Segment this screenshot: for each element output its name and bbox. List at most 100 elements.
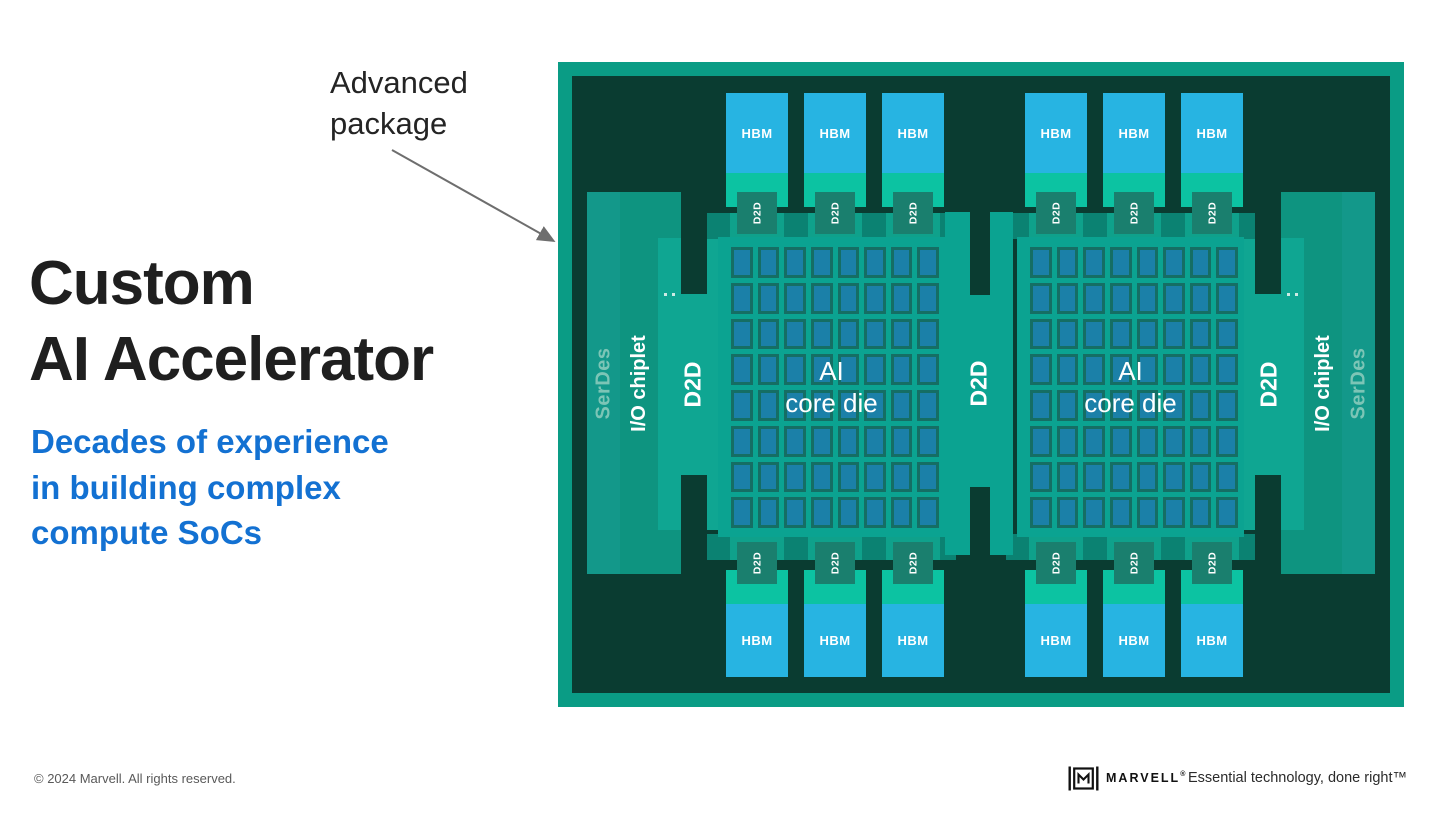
ellipsis-dot bbox=[664, 293, 667, 296]
hbm-label: HBM bbox=[804, 93, 866, 173]
core-grid-cell bbox=[1216, 425, 1238, 457]
chip-package-diagram: SerDes I/O chiplet D2D SerDes I/O chiple… bbox=[558, 62, 1404, 707]
hbm-label: HBM bbox=[726, 604, 788, 677]
core-grid-cell bbox=[1109, 425, 1132, 457]
d2d-connector: D2D bbox=[1036, 192, 1076, 234]
d2d-connector: D2D bbox=[737, 542, 777, 584]
core-grid-cell bbox=[810, 282, 833, 314]
core-grid-cell bbox=[890, 354, 913, 385]
core-grid-cell bbox=[1030, 354, 1052, 385]
core-grid-cell bbox=[1083, 390, 1105, 421]
core-grid-cell bbox=[917, 461, 939, 493]
core-grid-cell bbox=[1030, 461, 1052, 493]
d2d-connector-label: D2D bbox=[1049, 201, 1062, 225]
core-grid bbox=[1030, 247, 1238, 528]
core-grid-cell bbox=[837, 354, 860, 385]
core-die-label-line2: core die bbox=[1084, 388, 1177, 418]
core-grid-cell bbox=[757, 425, 780, 457]
core-grid-cell bbox=[917, 247, 939, 278]
core-grid-cell bbox=[1109, 354, 1132, 385]
d2d-connector-label: D2D bbox=[750, 201, 763, 225]
marvell-wordmark: MARVELL® bbox=[1106, 771, 1187, 785]
core-grid-cell bbox=[810, 461, 833, 493]
core-grid-cell bbox=[1189, 461, 1212, 493]
core-grid-cell bbox=[757, 318, 780, 350]
notch-slot bbox=[970, 487, 990, 581]
core-grid-cell bbox=[1163, 282, 1185, 314]
core-grid-cell bbox=[1163, 390, 1185, 421]
core-grid-cell bbox=[731, 497, 753, 528]
core-grid-cell bbox=[864, 461, 886, 493]
core-grid-cell bbox=[1163, 247, 1185, 278]
core-grid-cell bbox=[784, 390, 806, 421]
annotation-arrow-icon bbox=[391, 149, 556, 242]
core-grid-cell bbox=[1056, 318, 1079, 350]
notch-slot bbox=[970, 190, 990, 295]
d2d-connector: D2D bbox=[1192, 192, 1232, 234]
hbm-module: HBM bbox=[804, 570, 866, 677]
core-grid-cell bbox=[757, 497, 780, 528]
core-grid-cell bbox=[1083, 497, 1105, 528]
ellipsis-dot bbox=[672, 293, 675, 296]
registered-mark: ® bbox=[1180, 771, 1188, 778]
d2d-connector: D2D bbox=[1114, 542, 1154, 584]
core-grid-cell bbox=[757, 247, 780, 278]
core-grid-cell bbox=[1216, 390, 1238, 421]
core-grid-cell bbox=[1109, 390, 1132, 421]
core-grid-cell bbox=[1083, 425, 1105, 457]
d2d-connector-label: D2D bbox=[1205, 551, 1218, 575]
core-grid-cell bbox=[1109, 497, 1132, 528]
core-grid-cell bbox=[810, 247, 833, 278]
core-die-label-line1: AI bbox=[1118, 356, 1143, 386]
core-grid-cell bbox=[784, 497, 806, 528]
core-grid-cell bbox=[784, 282, 806, 314]
core-grid-cell bbox=[1109, 282, 1132, 314]
hbm-module: HBM bbox=[804, 93, 866, 207]
core-grid-cell bbox=[1136, 318, 1159, 350]
d2d-connector-label: D2D bbox=[906, 201, 919, 225]
core-grid-cell bbox=[1163, 497, 1185, 528]
core-grid-cell bbox=[864, 282, 886, 314]
core-grid-cell bbox=[890, 497, 913, 528]
d2d-connector-label: D2D bbox=[906, 551, 919, 575]
hbm-label: HBM bbox=[804, 604, 866, 677]
footer-copyright: © 2024 Marvell. All rights reserved. bbox=[34, 771, 236, 786]
core-grid-cell bbox=[1056, 390, 1079, 421]
hbm-module: HBM bbox=[882, 570, 944, 677]
serdes-label-right: SerDes bbox=[1347, 347, 1369, 419]
core-grid-cell bbox=[1056, 282, 1079, 314]
core-grid-cell bbox=[1136, 425, 1159, 457]
core-grid-cell bbox=[757, 354, 780, 385]
core-grid-cell bbox=[917, 390, 939, 421]
ai-core-die-right: AI core die bbox=[1017, 237, 1244, 537]
core-die-label-line2: core die bbox=[785, 388, 878, 418]
d2d-connector-label: D2D bbox=[750, 551, 763, 575]
core-grid-cell bbox=[864, 497, 886, 528]
notch-slot bbox=[1255, 190, 1281, 294]
core-grid-cell bbox=[784, 318, 806, 350]
core-grid-cell bbox=[837, 390, 860, 421]
subtitle-line2: in building complex bbox=[31, 468, 341, 506]
core-grid-cell bbox=[917, 497, 939, 528]
hbm-module: HBM bbox=[726, 93, 788, 207]
hbm-module: HBM bbox=[726, 570, 788, 677]
page-title: Custom AI Accelerator bbox=[29, 246, 434, 398]
d2d-connector: D2D bbox=[1114, 192, 1154, 234]
core-grid-cell bbox=[1083, 461, 1105, 493]
core-grid-cell bbox=[784, 461, 806, 493]
core-grid-cell bbox=[810, 390, 833, 421]
io-chiplet-label-left: I/O chiplet bbox=[627, 334, 650, 432]
core-grid-cell bbox=[731, 247, 753, 278]
notch-slot bbox=[681, 190, 707, 294]
core-grid-cell bbox=[917, 425, 939, 457]
core-grid-cell bbox=[731, 318, 753, 350]
core-grid-cell bbox=[1136, 461, 1159, 493]
core-grid-cell bbox=[1189, 354, 1212, 385]
core-grid-cell bbox=[731, 461, 753, 493]
core-grid-cell bbox=[1136, 282, 1159, 314]
core-grid-cell bbox=[731, 282, 753, 314]
core-grid-cell bbox=[757, 461, 780, 493]
hbm-module: HBM bbox=[1181, 570, 1243, 677]
core-grid-cell bbox=[1030, 282, 1052, 314]
marvell-logo-icon bbox=[1068, 766, 1099, 790]
